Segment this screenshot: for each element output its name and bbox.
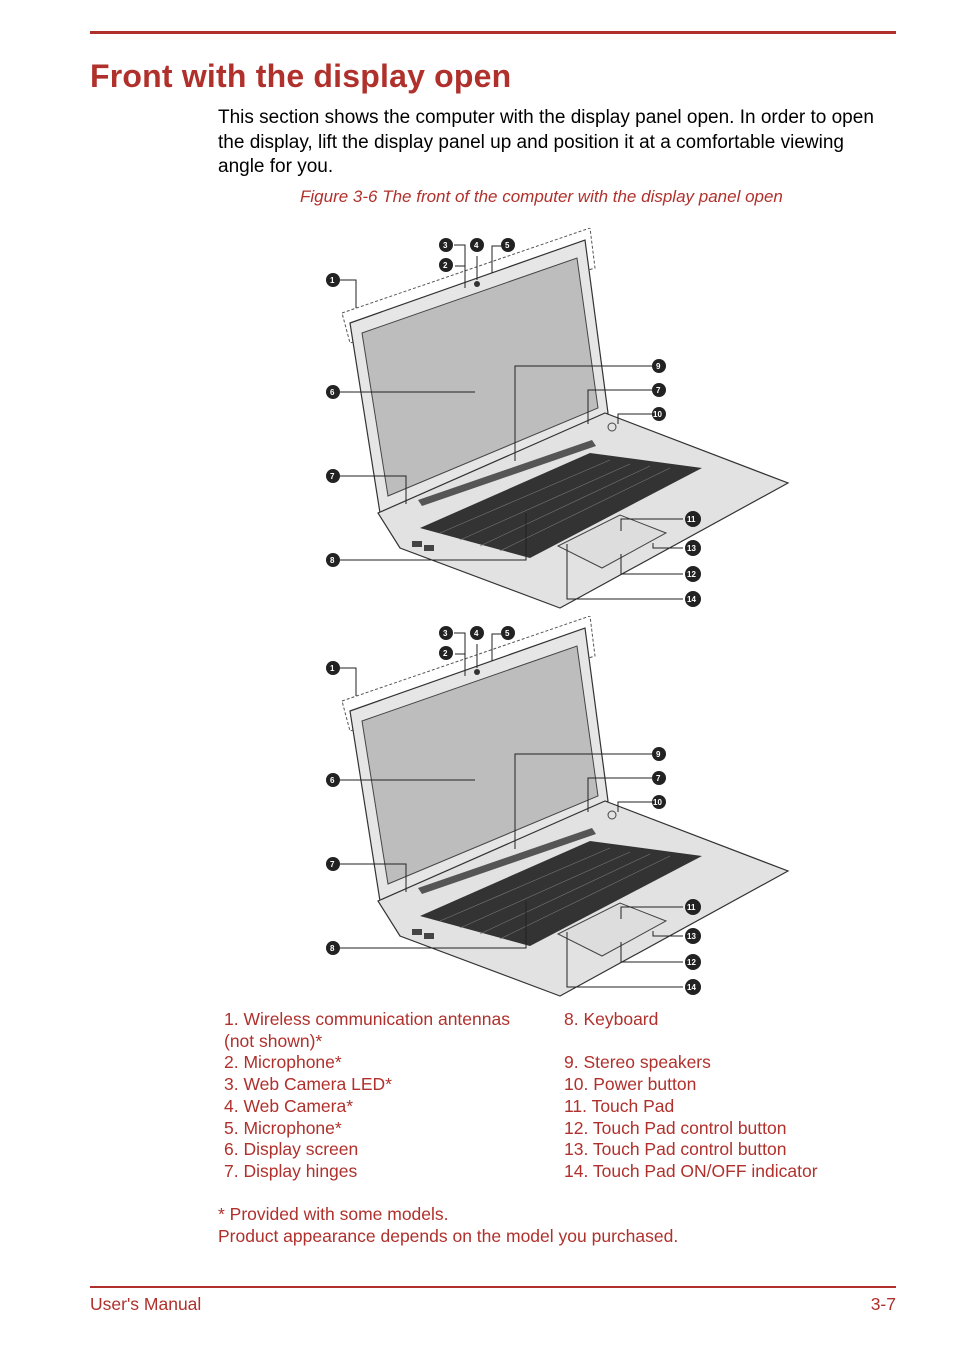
laptop-figure-2: 1 2 3 4 5 6 7 7 8 9 10 11 12 13 14 [326, 616, 790, 997]
legend-item: 7. Display hinges [224, 1160, 358, 1181]
callout-8: 8 [330, 556, 335, 565]
callout-14: 14 [687, 983, 696, 992]
callout-7b: 7 [330, 860, 335, 869]
laptop-figure-1: 1 2 3 4 5 6 7 7 8 9 10 11 12 13 14 [326, 228, 790, 609]
callout-9: 9 [656, 750, 661, 759]
footnote-models: * Provided with some models. [218, 1204, 449, 1224]
legend-item: 4. Web Camera* [224, 1095, 354, 1116]
callout-6: 6 [330, 388, 335, 397]
callout-6: 6 [330, 776, 335, 785]
legend-item: 9. Stereo speakers [564, 1052, 711, 1073]
callout-10: 10 [653, 798, 662, 807]
legend-item: 8. Keyboard [564, 1009, 659, 1029]
legend-item: 10. Power button [564, 1074, 697, 1095]
figure-caption: Figure 3-6 The front of the computer wit… [300, 187, 783, 206]
legend-item: 2. Microphone* [224, 1052, 342, 1073]
callout-10: 10 [653, 410, 662, 419]
laptop-illustration [341, 616, 790, 997]
callout-13: 13 [687, 932, 696, 941]
legend-item: 5. Microphone* [224, 1117, 342, 1138]
callout-14: 14 [687, 595, 696, 604]
callout-9: 9 [656, 362, 661, 371]
intro-paragraph: This section shows the computer with the… [218, 107, 874, 177]
footer-page-number: 3-7 [870, 1294, 896, 1314]
callout-11: 11 [687, 903, 696, 912]
callout-8: 8 [330, 944, 335, 953]
footnote-appearance: Product appearance depends on the model … [218, 1225, 679, 1246]
callout-3: 3 [443, 629, 448, 638]
legend-item: 11. Touch Pad [564, 1095, 675, 1116]
top-rule [90, 31, 896, 34]
callout-7a: 7 [656, 774, 661, 783]
legend-right-column: 8. Keyboard 9. Stereo speakers 10. Power… [564, 1009, 894, 1183]
legend-item: 1. Wireless communication antennas (not … [224, 1009, 510, 1051]
callout-2: 2 [443, 649, 448, 658]
laptop-illustration [341, 228, 790, 609]
legend-item: 13. Touch Pad control button [564, 1139, 787, 1160]
callout-2: 2 [443, 261, 448, 270]
callout-7b: 7 [330, 472, 335, 481]
callout-markers: 1 2 3 4 5 6 7 7 8 9 10 11 12 13 14 [326, 238, 701, 607]
callout-1: 1 [330, 276, 335, 285]
page-title: Front with the display open [90, 58, 512, 94]
legend-item: 14. Touch Pad ON/OFF indicator [564, 1160, 818, 1181]
callout-markers: 1 2 3 4 5 6 7 7 8 9 10 11 12 13 14 [326, 626, 701, 995]
callout-5: 5 [505, 629, 510, 638]
callout-5: 5 [505, 241, 510, 250]
legend-item: 12. Touch Pad control button [564, 1117, 787, 1138]
legend-item: 3. Web Camera LED* [224, 1074, 392, 1095]
legend-left-column: 1. Wireless communication antennas (not … [224, 1009, 544, 1183]
callout-12: 12 [687, 958, 696, 967]
callout-1: 1 [330, 664, 335, 673]
legend-item: 6. Display screen [224, 1139, 359, 1160]
callout-11: 11 [687, 515, 696, 524]
callout-12: 12 [687, 570, 696, 579]
callout-4: 4 [474, 629, 479, 638]
callout-13: 13 [687, 544, 696, 553]
legend-spacer [564, 1031, 894, 1053]
callout-3: 3 [443, 241, 448, 250]
footer-manual-name: User's Manual [90, 1294, 202, 1314]
callout-4: 4 [474, 241, 479, 250]
bottom-rule [90, 1286, 896, 1288]
footnote: * Provided with some models. Product app… [218, 1204, 678, 1247]
callout-7a: 7 [656, 386, 661, 395]
